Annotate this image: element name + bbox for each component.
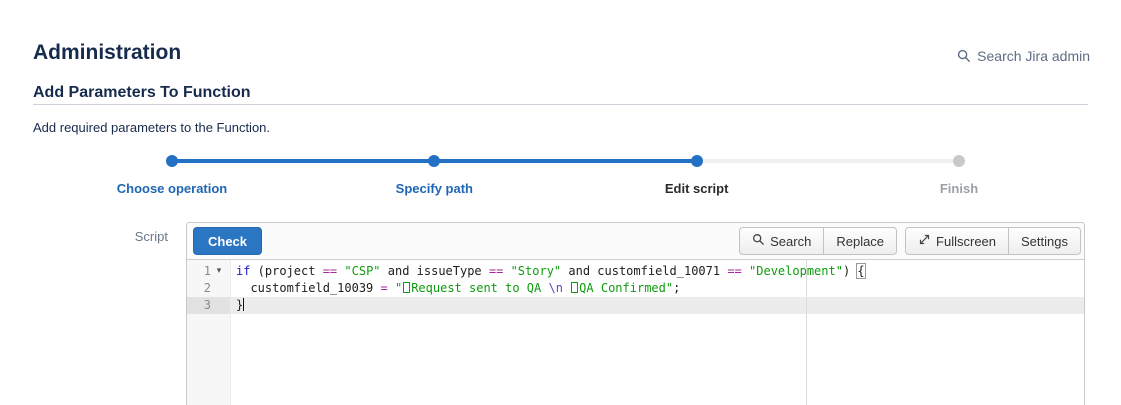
step-label-edit-script: Edit script: [664, 181, 729, 196]
jira-admin-search-label: Search Jira admin: [977, 48, 1090, 64]
code-token: [503, 264, 510, 278]
page-title: Administration: [33, 41, 182, 64]
code-token: Request sent to QA: [411, 281, 549, 295]
fullscreen-icon: [918, 233, 931, 249]
settings-button[interactable]: Settings: [1009, 227, 1081, 255]
code-token: ): [842, 264, 858, 278]
line-number: 1: [203, 264, 211, 278]
step-label-choose-operation[interactable]: Choose operation: [116, 181, 228, 196]
code-token: QA Confirmed": [579, 281, 674, 295]
step-dot: [166, 155, 178, 167]
script-editor-panel: Check Search Replace: [186, 222, 1085, 405]
code-token: [742, 264, 749, 278]
check-button[interactable]: Check: [193, 227, 263, 255]
wizard-title: Add Parameters To Function: [33, 84, 251, 101]
code-token: }: [236, 298, 244, 312]
code-line-2: customfield_10039 = "Request sent to QA …: [231, 280, 1084, 297]
search-button[interactable]: Search: [739, 227, 825, 255]
missing-glyph-box: [571, 282, 579, 293]
fullscreen-settings-group: Fullscreen Settings: [905, 227, 1081, 255]
search-icon: [957, 49, 971, 63]
script-field-label: Script: [134, 229, 168, 244]
editor-code-column: if (project == "CSP" and issueType == "S…: [231, 260, 1084, 405]
step-dot: [428, 155, 441, 167]
code-token: if: [236, 264, 251, 278]
code-token: "Story": [510, 264, 562, 278]
code-token: =: [380, 281, 388, 295]
code-token: "CSP": [344, 264, 381, 278]
code-token: ==: [727, 264, 742, 278]
wizard-description: Add required parameters to the Function.: [33, 120, 271, 135]
fold-arrow-icon[interactable]: ▾: [216, 266, 222, 276]
fullscreen-button-label: Fullscreen: [936, 233, 997, 249]
code-line-1: if (project == "CSP" and issueType == "S…: [231, 263, 1084, 280]
code-token: [563, 281, 570, 295]
toolbar-right-buttons: Search Replace: [739, 227, 1081, 255]
section-divider: [33, 104, 1088, 105]
missing-glyph-box: [403, 282, 411, 293]
code-token: \n: [548, 281, 563, 295]
code-token: [388, 281, 395, 295]
code-line-3: }: [231, 297, 1084, 314]
code-token: ;: [673, 281, 681, 295]
replace-button-label: Replace: [836, 233, 885, 249]
line-number: 2: [203, 281, 211, 295]
gutter-line-3: 3: [187, 297, 230, 314]
gutter-line-1: 1▾: [187, 263, 230, 280]
settings-button-label: Settings: [1021, 233, 1068, 249]
text-cursor: [243, 298, 245, 311]
search-icon: [752, 233, 765, 249]
step-label-specify-path[interactable]: Specify path: [395, 181, 473, 196]
search-replace-group: Search Replace: [739, 227, 898, 255]
code-token: customfield_10039: [236, 281, 381, 295]
replace-button[interactable]: Replace: [824, 227, 898, 255]
line-number: 3: [203, 298, 211, 312]
search-button-label: Search: [770, 233, 812, 249]
jira-admin-search[interactable]: Search Jira admin: [957, 48, 1090, 64]
code-token: and issueType: [380, 264, 489, 278]
code-token: "Development": [749, 264, 843, 278]
step-label-finish: Finish: [939, 181, 979, 196]
stepper: Choose operation Specify path Edit script F…: [117, 155, 978, 200]
fullscreen-button[interactable]: Fullscreen: [905, 227, 1010, 255]
code-token: ": [394, 281, 403, 295]
code-token: (project: [250, 264, 323, 278]
step-dot: [690, 155, 703, 167]
code-token: ==: [488, 264, 504, 278]
step-dot: [953, 155, 965, 167]
matched-bracket: {: [856, 263, 866, 279]
code-token: and customfield_10071: [561, 264, 728, 278]
column-ruler: [806, 260, 807, 405]
editor-toolbar: Check Search Replace: [187, 223, 1084, 260]
code-token: ==: [322, 264, 338, 278]
gutter-line-2: 2: [187, 280, 230, 297]
